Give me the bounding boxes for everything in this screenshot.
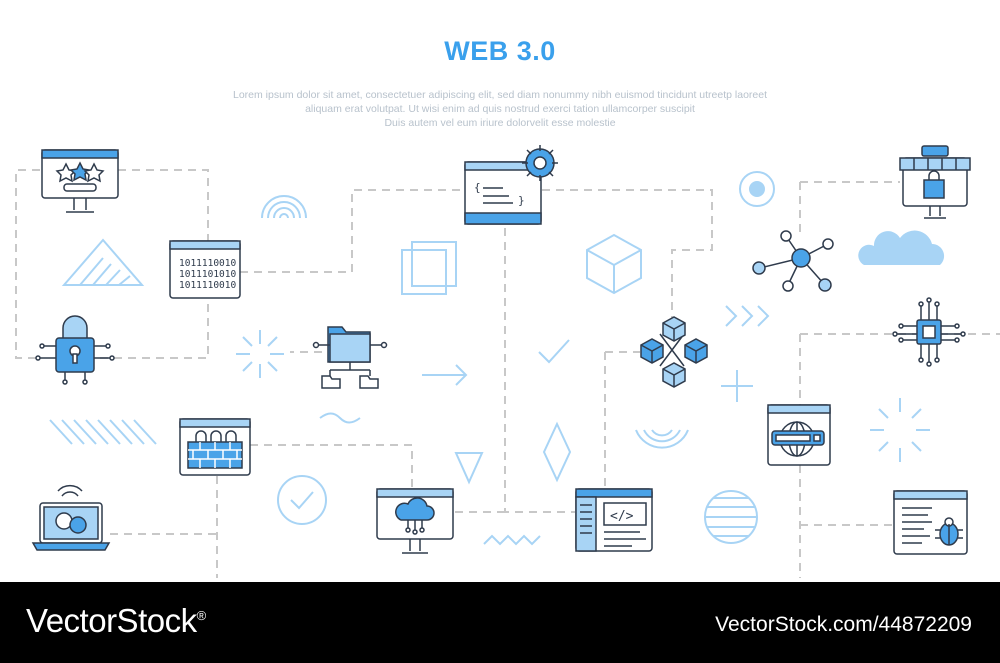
- subtitle-line-1: Lorem ipsum dolor sit amet, consectetuer…: [232, 89, 768, 101]
- web3-diagram: 1011110010 1011101010 1011110010: [15, 145, 1000, 578]
- binary-line-2: 1011101010: [179, 269, 236, 280]
- subtitle-line-3: Duis autem vel eum iriure dolorvelit ess…: [384, 117, 616, 129]
- decorative-shapes: [49, 171, 945, 546]
- code-settings-window-icon: { }: [464, 145, 558, 225]
- binary-line-1: 1011110010: [179, 258, 236, 269]
- network-nodes-icon: [752, 230, 834, 292]
- web-browser-globe-icon: [767, 404, 831, 466]
- infographic-canvas: WEB 3.0 Lorem ipsum dolor sit amet, cons…: [15, 36, 1000, 578]
- laptop-chat-icon: [31, 484, 111, 551]
- online-store-icon: [899, 145, 971, 219]
- registered-mark: ®: [196, 608, 207, 623]
- blockchain-cubes-icon: [640, 316, 708, 388]
- binary-code-window-icon: 1011110010 1011101010 1011110010: [169, 240, 241, 299]
- svg-text:}: }: [518, 194, 525, 207]
- image-id-text: VectorStock.com/44872209: [715, 613, 972, 636]
- vectorstock-logo: VectorStock®: [26, 602, 206, 640]
- binary-line-3: 1011110010: [179, 280, 236, 291]
- firewall-window-icon: [179, 418, 251, 476]
- footer-bar: VectorStock® VectorStock.com/44872209: [0, 582, 1000, 663]
- rating-monitor-icon: [41, 149, 119, 213]
- code-editor-window-icon: </>: [575, 488, 653, 552]
- chip-icon: [892, 297, 966, 367]
- subtitle-line-2: aliquam erat volutpat. Ut wisi enim ad q…: [305, 103, 695, 115]
- padlock-circuit-icon: [35, 315, 115, 385]
- brand-name: VectorStock: [26, 602, 197, 639]
- bug-report-window-icon: [893, 490, 968, 555]
- connector-lines: [15, 169, 1000, 578]
- svg-text:</>: </>: [610, 509, 634, 524]
- svg-text:{: {: [474, 181, 481, 194]
- page-title: WEB 3.0: [444, 36, 556, 66]
- cloud-computer-icon: [376, 488, 454, 554]
- folder-network-icon: [312, 326, 388, 389]
